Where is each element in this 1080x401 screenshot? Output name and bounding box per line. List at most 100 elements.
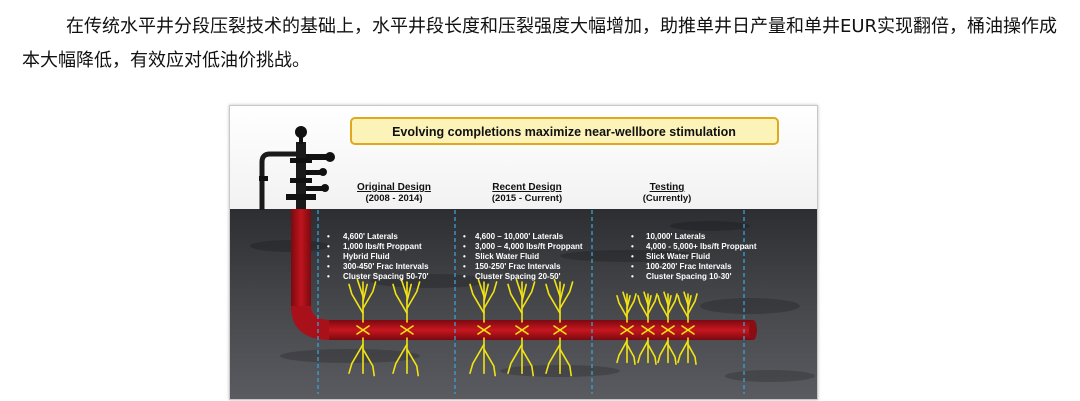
heading-testing: Testing [650, 182, 685, 193]
fracture-branch [392, 283, 408, 314]
fracture-branch [515, 325, 529, 335]
fracture-branch [469, 283, 485, 314]
bullet-dot: • [327, 232, 330, 241]
fracture-branch [406, 348, 419, 377]
fracture-branch [667, 343, 677, 365]
fracture-branch [663, 291, 669, 306]
fracture-branch [622, 291, 628, 306]
fracture-branch [626, 293, 637, 315]
bullet-item: Slick Water Fluid [475, 252, 539, 261]
bullet-item: 100-200' Frac Intervals [646, 262, 732, 271]
fracture-branch [521, 348, 534, 377]
fracture-branch [681, 325, 695, 335]
column-headings: Original Design (2008 - 2014) Recent Des… [357, 182, 691, 204]
fracture-branch [356, 325, 370, 335]
fracture-branch [677, 295, 689, 319]
fracture-branch [392, 343, 408, 374]
bullets-testing: • 10,000' Laterals • 4,000 - 5,000+ lbs/ft… [631, 232, 757, 281]
fracture-branch [483, 283, 489, 302]
fracture-branch [406, 281, 421, 310]
fracture-branch [647, 293, 658, 315]
fracture-branch [657, 340, 669, 364]
bullet-dot: • [327, 262, 330, 271]
bullet-dot: • [631, 262, 634, 271]
bullets-original: •4,600' Laterals •1,000 lbs/ft Proppant … [327, 232, 429, 281]
bullet-item: 3,000 – 4,000 lbs/ft Proppant [475, 242, 583, 251]
bullet-item: 10,000' Laterals [646, 232, 706, 241]
fracture-branch [348, 283, 364, 314]
bullet-dot: • [327, 272, 330, 281]
figure-canvas: Evolving completions maximize near-wellb… [230, 106, 817, 399]
bullet-item: 4,000 - 5,000+ lbs/ft Proppant [646, 242, 757, 251]
fracture-branch [521, 283, 527, 302]
fracture-branch [626, 343, 636, 365]
fracture-branch [356, 278, 364, 298]
fracture-branch [483, 281, 498, 310]
fracture-branch [515, 278, 523, 298]
bullet-item: 4,600' Laterals [343, 232, 398, 241]
fracture-branch [553, 278, 561, 298]
fracture-branch [559, 283, 565, 302]
fracture-branch [661, 325, 675, 335]
fracture-branch [667, 295, 672, 310]
fracture-branch [477, 325, 491, 335]
fracture-icon [657, 291, 678, 365]
fracture-branch [643, 291, 649, 306]
bullet-item: Hybrid Fluid [343, 252, 390, 261]
bullet-dot: • [463, 232, 466, 241]
body-paragraph: 在传统水平井分段压裂技术的基础上，水平井段长度和压裂强度大幅增加，助推单井日产量… [22, 16, 1058, 71]
fracture-branch [637, 295, 649, 319]
fracture-branch [545, 283, 561, 314]
fracture-branch [507, 283, 523, 314]
completion-design-figure: Evolving completions maximize near-wellb… [229, 105, 818, 400]
fracture-branch [400, 325, 414, 335]
bullet-dot: • [463, 262, 466, 271]
bullet-dot: • [463, 272, 466, 281]
bullet-item: Cluster Spacing 20-50' [475, 272, 561, 281]
bullet-dot: • [631, 252, 634, 261]
fracture-branch [348, 343, 364, 374]
bullet-item: 150-250' Frac Intervals [475, 262, 561, 271]
fracture-branch [507, 343, 523, 374]
fracture-branch [559, 281, 574, 310]
fracture-branch [559, 348, 572, 377]
fracture-branch [616, 295, 628, 319]
fracture-branch [521, 281, 536, 310]
fracture-icon [469, 278, 498, 377]
fracture-icon [348, 278, 377, 377]
fracture-branch [657, 295, 669, 319]
fracture-branch [362, 348, 375, 377]
wellhead-icon [259, 126, 335, 212]
fracture-icon [545, 278, 574, 377]
bullet-dot: • [327, 242, 330, 251]
fracture-branch [687, 293, 698, 315]
fracture-group [348, 278, 698, 377]
banner-box [350, 117, 779, 145]
bullet-item: Cluster Spacing 50-70' [343, 272, 429, 281]
fracture-branch [637, 340, 649, 364]
fracture-icon [507, 278, 536, 377]
banner-title: Evolving completions maximize near-wellb… [392, 125, 736, 139]
fracture-branch [545, 343, 561, 374]
bullet-item: Cluster Spacing 10-30' [646, 272, 732, 281]
fracture-branch [677, 340, 689, 364]
fracture-branch [406, 283, 412, 302]
bullet-dot: • [463, 242, 466, 251]
fracture-branch [667, 293, 678, 315]
fracture-branch [400, 278, 408, 298]
bullet-item: Slick Water Fluid [646, 252, 710, 261]
fracture-icon [637, 291, 658, 365]
rock-formation [230, 209, 817, 399]
fracture-icon [677, 291, 698, 365]
fracture-branch [687, 343, 697, 365]
period-testing: (Currently) [643, 193, 692, 204]
fracture-branch [647, 295, 652, 310]
rock-texture [250, 221, 815, 382]
bullet-item: 1,000 lbs/ft Proppant [343, 242, 422, 251]
fracture-branch [683, 291, 689, 306]
fracture-branch [620, 325, 634, 335]
fracture-branch [483, 348, 496, 377]
bullet-item: 4,600 – 10,000' Laterals [475, 232, 564, 241]
fracture-branch [553, 325, 567, 335]
bullet-dot: • [463, 252, 466, 261]
